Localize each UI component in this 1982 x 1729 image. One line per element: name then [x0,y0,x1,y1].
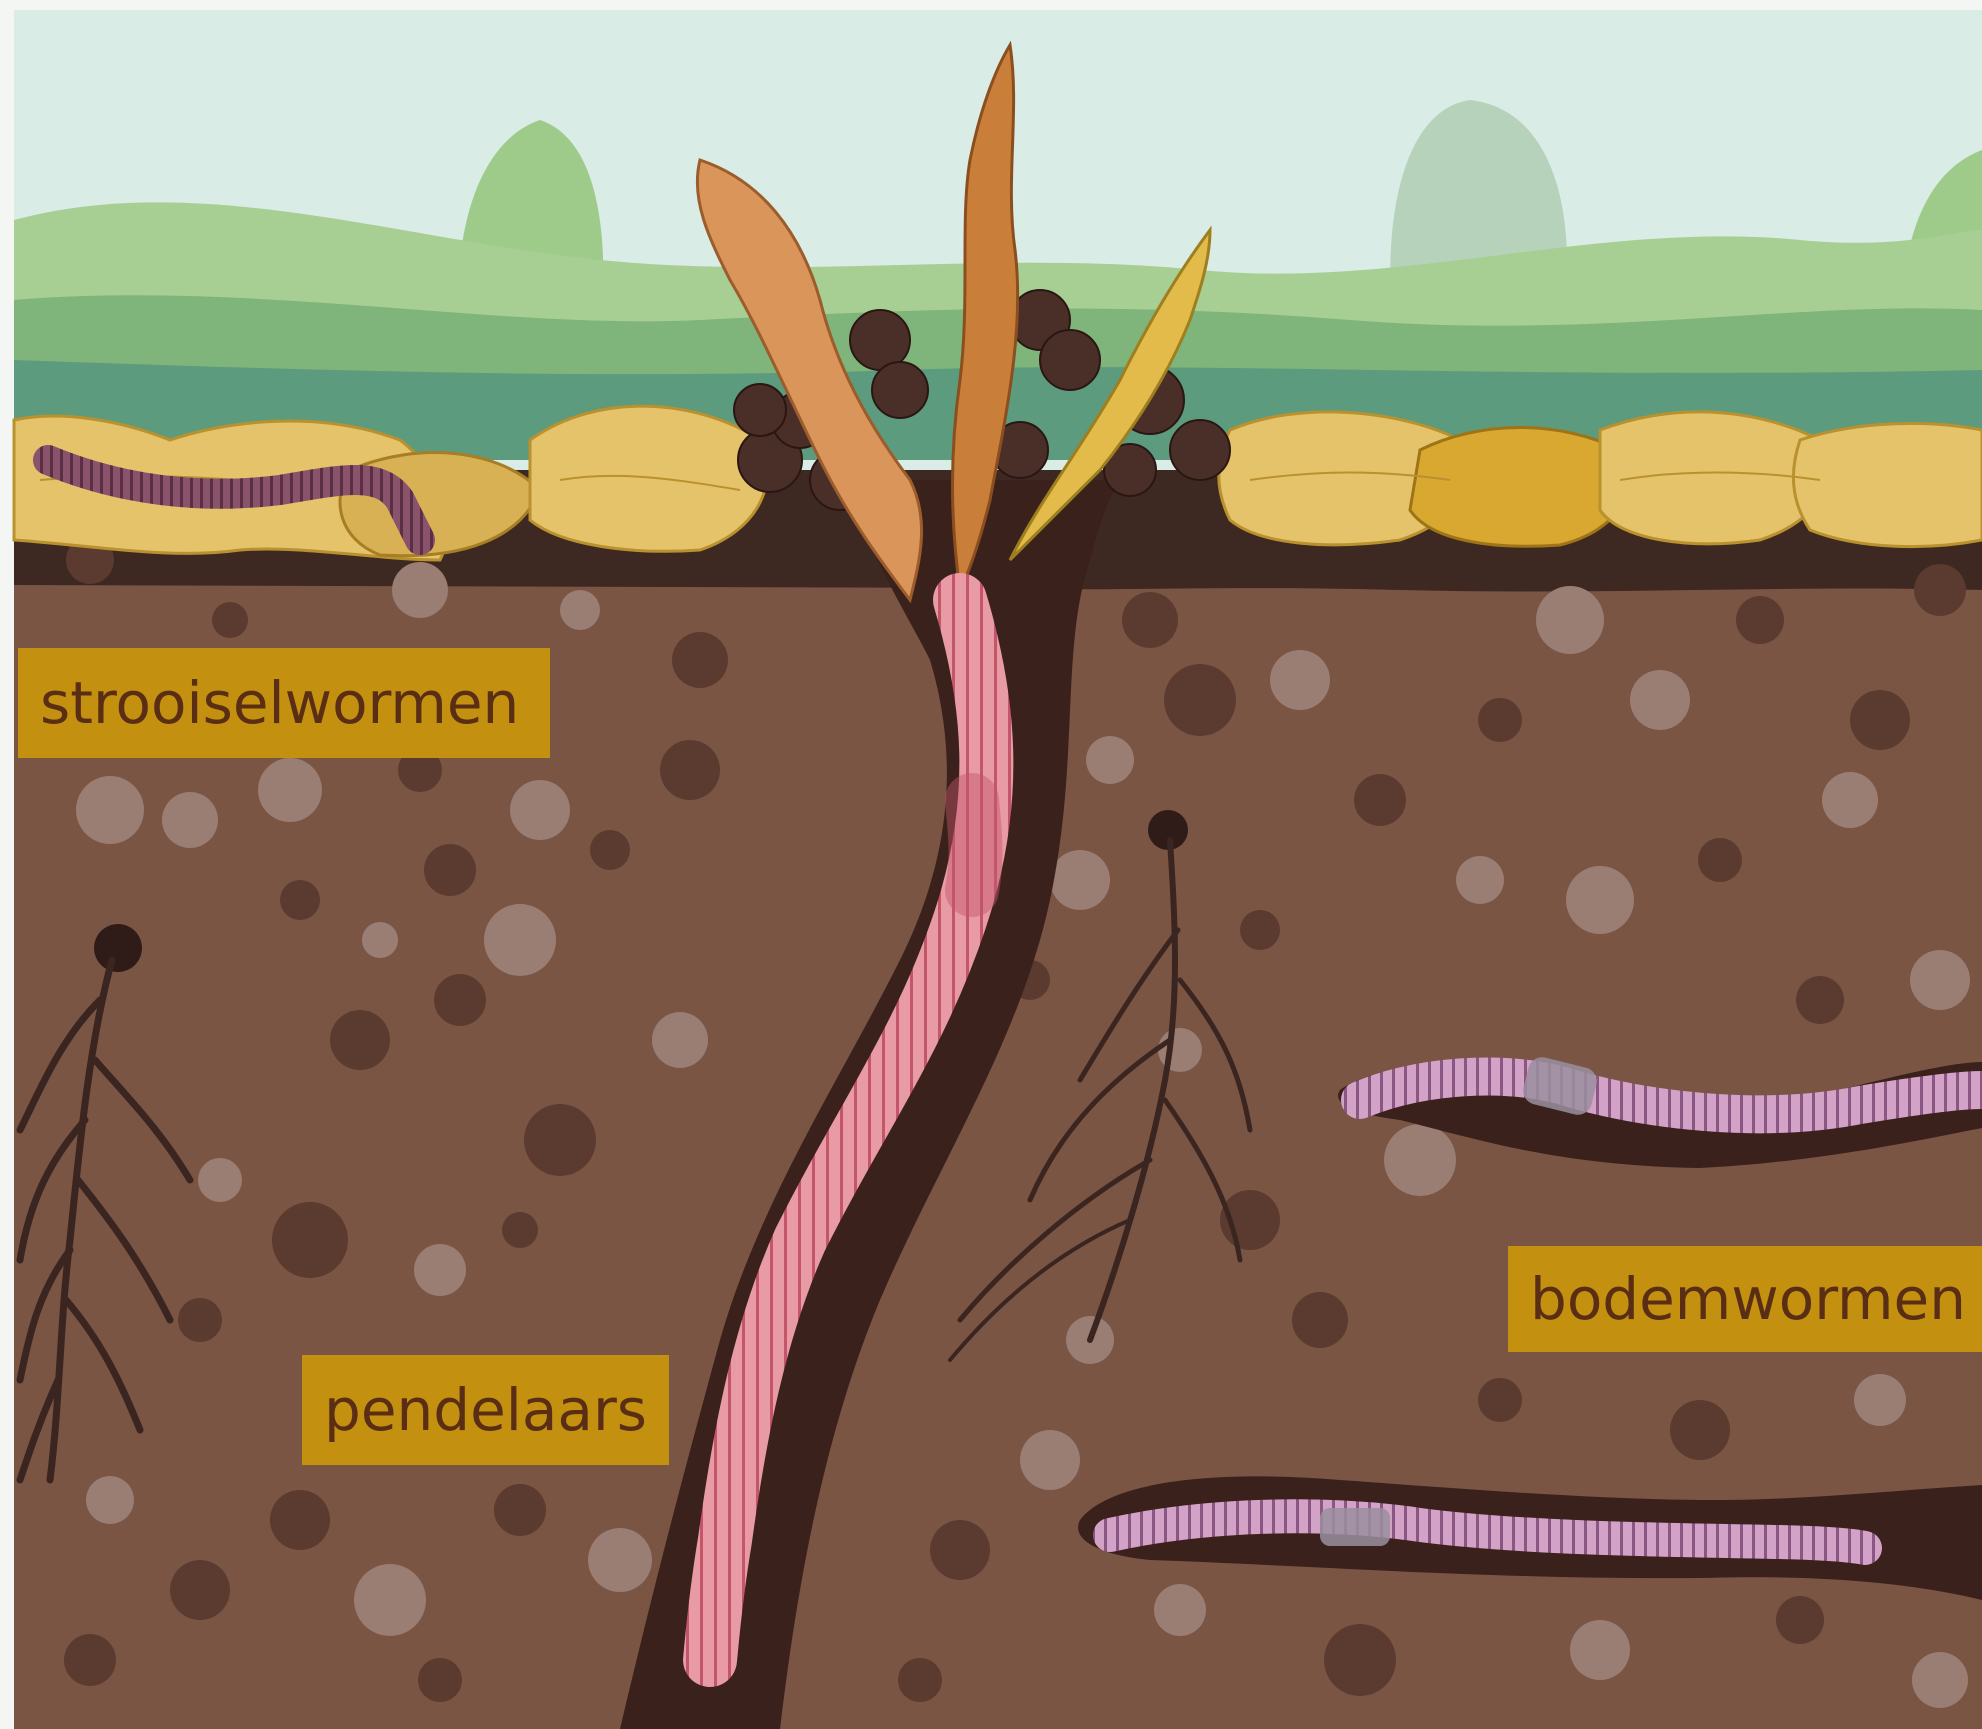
label-pendelaars: pendelaars [302,1355,669,1465]
label-bodemwormen: bodemwormen [1508,1246,1982,1352]
endogeic-worm-lower-clitellum [1320,1508,1390,1546]
label-strooiselwormen: strooiselwormen [18,648,550,758]
